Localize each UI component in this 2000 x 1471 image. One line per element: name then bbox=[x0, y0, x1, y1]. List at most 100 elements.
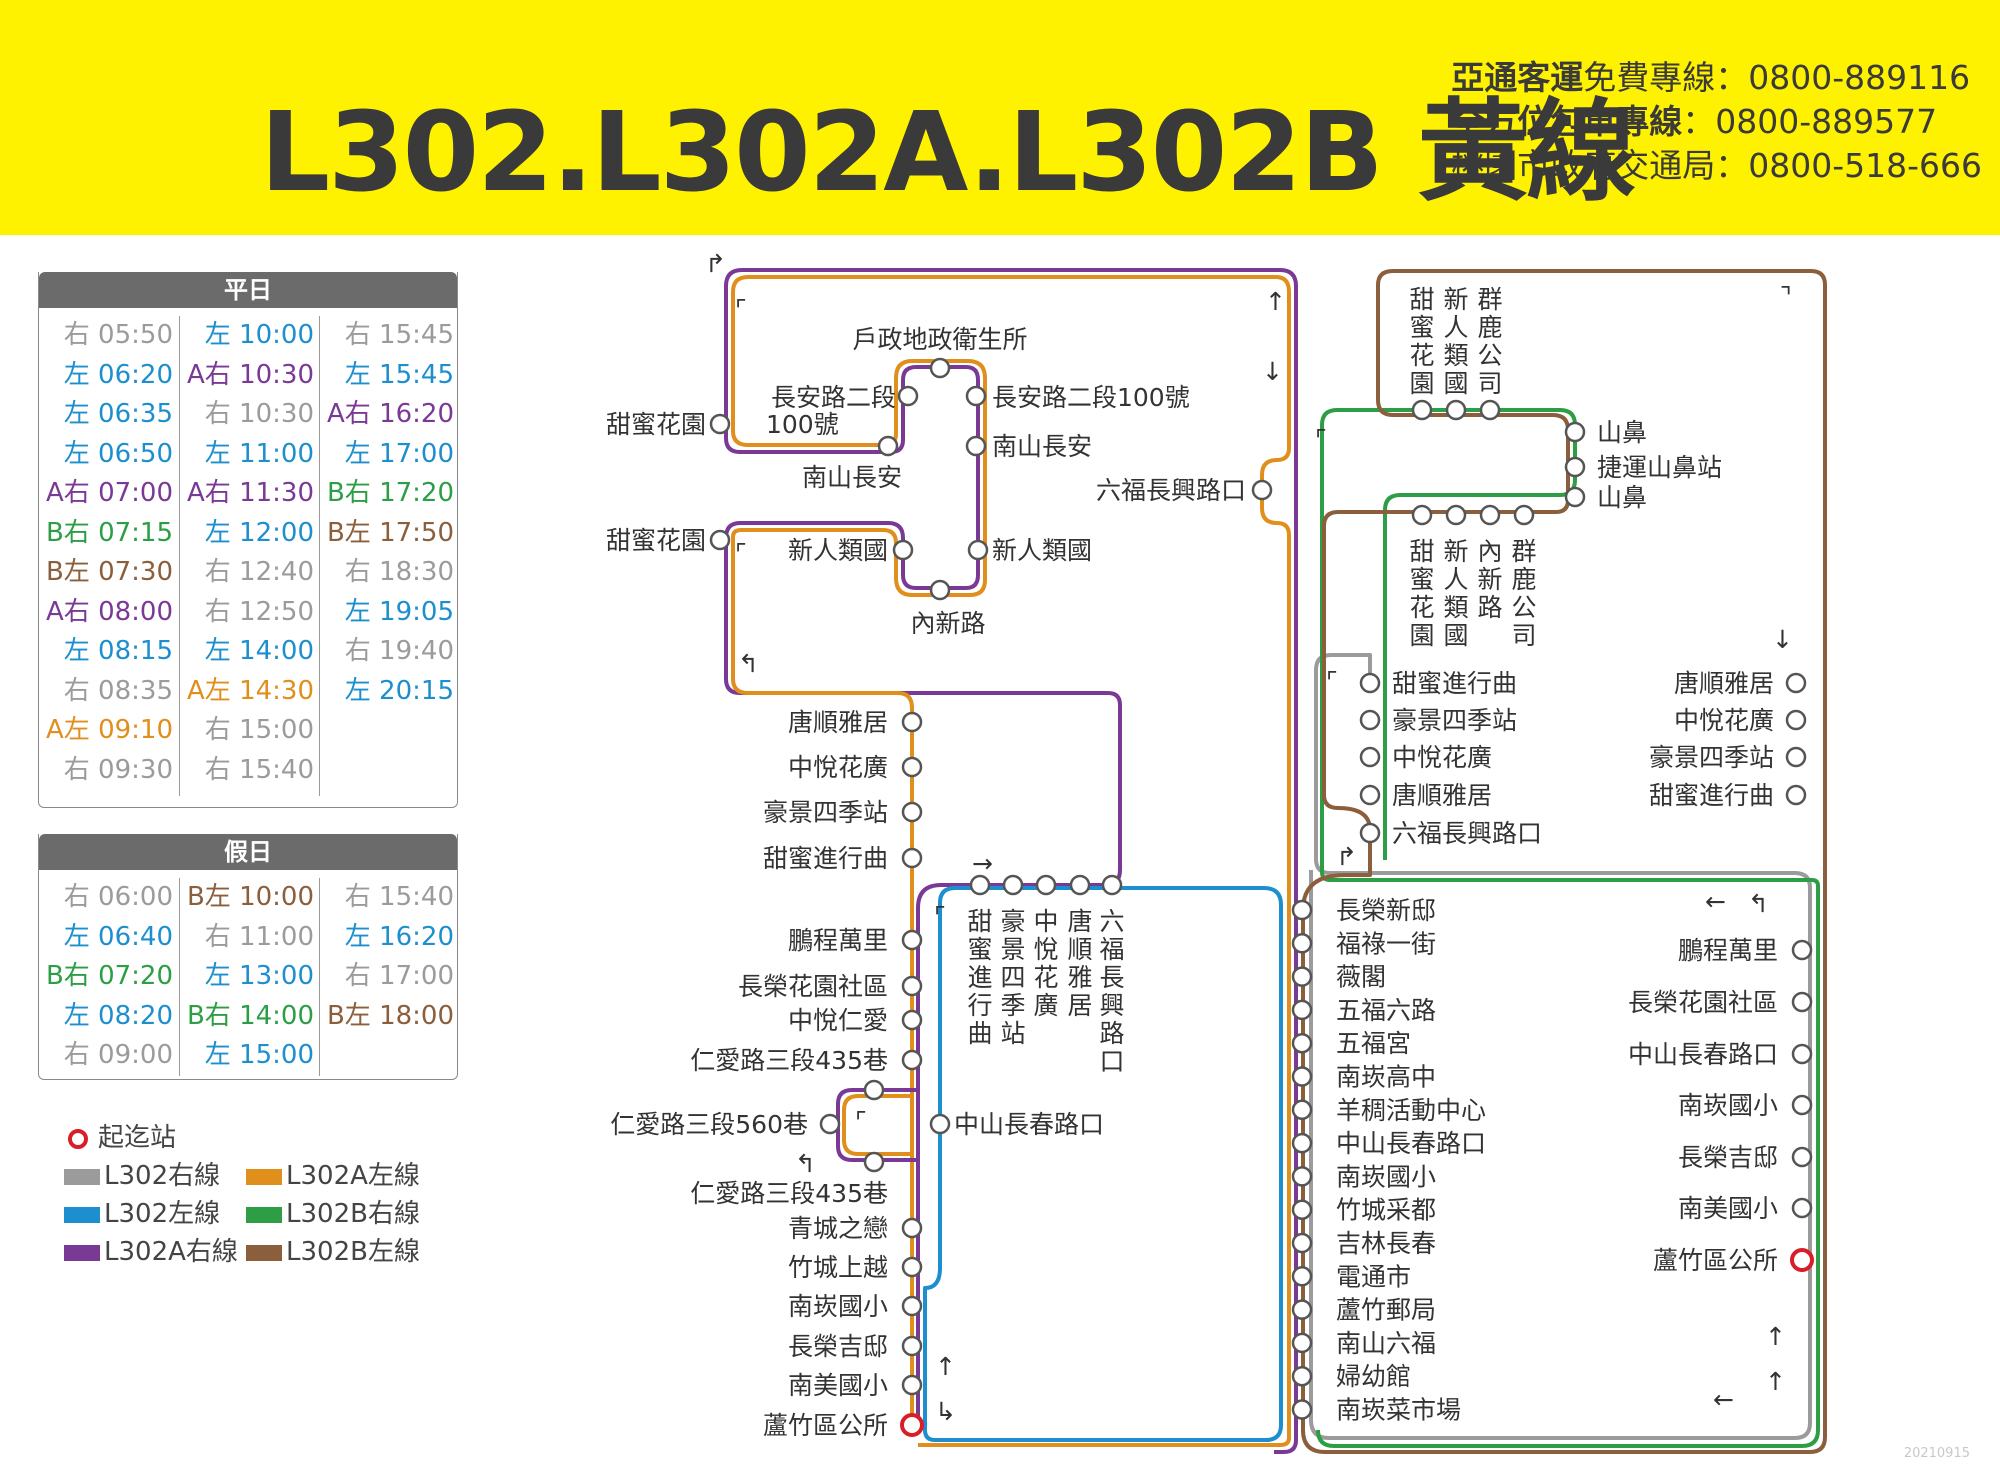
stop-label: 長榮吉邸 bbox=[788, 1332, 888, 1361]
arrow-icon: ↰ bbox=[738, 649, 759, 678]
stop-label: 南美國小 bbox=[1678, 1194, 1778, 1223]
route-line-L302-left bbox=[923, 886, 1283, 1442]
stop-marker bbox=[1291, 1099, 1313, 1121]
stop-marker bbox=[1291, 1399, 1313, 1420]
departure-time: 左 15:45 bbox=[344, 359, 454, 390]
arrow-icon: ↱ bbox=[705, 249, 726, 278]
stop-marker bbox=[1479, 504, 1501, 526]
swatch-icon bbox=[64, 1206, 100, 1223]
stop-label: 甜蜜花園 bbox=[606, 410, 706, 439]
stop-label: 戶政地政衛生所 bbox=[852, 325, 1027, 354]
stop-marker bbox=[1291, 1232, 1313, 1254]
stop-marker bbox=[1479, 399, 1501, 421]
stop-label: 新人類國 bbox=[788, 536, 888, 565]
swatch-icon bbox=[64, 1244, 100, 1261]
hotline-list: 亞通客運免費專線：0800-889116 全方位包車專線：0800-889577… bbox=[1451, 56, 1982, 188]
stop-label-vertical: 內新路 bbox=[1477, 537, 1502, 622]
stop-markers bbox=[709, 357, 1814, 1437]
stop-label: 長榮吉邸 bbox=[1678, 1143, 1778, 1172]
arrow-icon: ↰ bbox=[795, 1149, 816, 1178]
hotline-3: 桃園市政府交通局：0800-518-666 bbox=[1451, 146, 1982, 185]
terminal-stop-marker bbox=[900, 1413, 924, 1437]
departure-time: 右 19:40 bbox=[344, 636, 454, 666]
stop-label: 山鼻 bbox=[1597, 418, 1647, 447]
legend-item: L302B右線 bbox=[246, 1199, 420, 1229]
stop-marker bbox=[1791, 1197, 1813, 1219]
route-line-L302B-left bbox=[1301, 269, 1827, 1454]
stop-marker bbox=[1291, 933, 1313, 954]
route-line-L302A-right bbox=[724, 268, 1298, 1454]
stop-label: 中悅花廣 bbox=[1674, 706, 1774, 735]
departure-time: 左 12:00 bbox=[204, 517, 314, 548]
departure-time: A右 07:00 bbox=[46, 478, 173, 508]
swatch-icon bbox=[246, 1244, 282, 1261]
departure-time: 右 15:40 bbox=[344, 882, 454, 912]
stop-label: 捷運山鼻站 bbox=[1597, 453, 1722, 482]
stop-label: 五福六路 bbox=[1336, 996, 1436, 1025]
legend: 起迄站 L302右線 L302A左線 L302左線 L302B右線 L302A右… bbox=[64, 1123, 444, 1273]
stop-marker bbox=[1359, 822, 1381, 844]
stop-marker bbox=[1291, 1299, 1313, 1320]
stop-marker bbox=[901, 1335, 923, 1357]
departure-time: 右 09:00 bbox=[63, 1040, 173, 1070]
arrow-icon: ↳ bbox=[935, 1397, 956, 1426]
arrow-icon: ↓ bbox=[1262, 357, 1283, 386]
arrow-icon: ← bbox=[1705, 887, 1726, 916]
departure-time: 右 15:45 bbox=[344, 320, 454, 350]
stop-marker bbox=[1564, 421, 1586, 443]
departure-time: 左 13:00 bbox=[204, 961, 314, 991]
stop-label: 蘆竹郵局 bbox=[1336, 1296, 1436, 1325]
stop-label-vertical: 新人類國 bbox=[1443, 537, 1468, 650]
stop-marker bbox=[1291, 1132, 1313, 1154]
stop-label: 長安路二段 bbox=[771, 383, 896, 412]
swatch-icon bbox=[64, 1168, 100, 1185]
stop-marker bbox=[901, 975, 923, 997]
stop-marker bbox=[1445, 504, 1467, 526]
swatch-icon bbox=[246, 1206, 282, 1223]
stop-marker bbox=[1359, 784, 1381, 806]
departure-time: A左 14:30 bbox=[187, 675, 314, 706]
stop-marker bbox=[892, 539, 914, 561]
version-stamp: 20210915 bbox=[1903, 1446, 1970, 1461]
stop-marker bbox=[1791, 991, 1813, 1013]
stop-marker bbox=[1785, 746, 1807, 768]
stop-label: 南山長安 bbox=[802, 463, 902, 492]
departure-time: 左 11:00 bbox=[204, 438, 314, 469]
stop-label: 竹城上越 bbox=[788, 1253, 888, 1282]
stop-marker bbox=[901, 1217, 923, 1239]
stop-label: 薇閣 bbox=[1336, 963, 1386, 992]
arrow-icon: ⌝ bbox=[1780, 282, 1792, 311]
stop-label: 南山六福 bbox=[1336, 1329, 1436, 1358]
stop-label-vertical: 豪景四季站 bbox=[1000, 907, 1025, 1048]
departure-time: 左 06:35 bbox=[63, 399, 173, 429]
stop-label: 唐順雅居 bbox=[1392, 781, 1492, 810]
departure-time: 左 06:40 bbox=[63, 921, 173, 952]
stop-marker bbox=[1291, 1365, 1313, 1387]
stop-label: 中悅花廣 bbox=[788, 753, 888, 782]
legend-item: L302左線 bbox=[64, 1199, 220, 1229]
departure-time: 左 08:20 bbox=[63, 1000, 173, 1031]
stop-label-vertical: 甜蜜進行曲 bbox=[967, 907, 992, 1048]
stop-label: 內新路 bbox=[910, 609, 985, 638]
direction-arrows: ↱ ⌜ ↑ ↓ ⌜ ↰ → ⌜ ⌜ ↰ ↑ ↳ ⌜ ⌝ ↓ ⌜ ↱ ← ↰ ↑ … bbox=[705, 249, 1793, 1426]
stop-marker bbox=[1035, 874, 1057, 896]
departure-time: B右 17:20 bbox=[326, 478, 454, 508]
stop-label: 羊稠活動中心 bbox=[1336, 1096, 1486, 1125]
stop-marker bbox=[969, 874, 991, 896]
stop-marker bbox=[1291, 966, 1313, 987]
arrow-icon: ⌜ bbox=[855, 1107, 867, 1136]
stop-marker bbox=[1785, 672, 1807, 694]
arrow-icon: ⌜ bbox=[1326, 667, 1338, 696]
stop-label: 甜蜜進行曲 bbox=[1649, 781, 1774, 810]
stop-label: 鵬程萬里 bbox=[1678, 936, 1778, 965]
departure-time: 右 17:00 bbox=[344, 961, 454, 991]
arrow-icon: ⌜ bbox=[1315, 425, 1327, 454]
header-banner: L302.L302A.L302B 黃線 亞通客運免費專線：0800-889116… bbox=[0, 0, 2000, 235]
departure-time: 左 17:00 bbox=[344, 438, 454, 469]
departure-time: 右 15:40 bbox=[204, 754, 314, 785]
stop-marker bbox=[1411, 399, 1433, 421]
